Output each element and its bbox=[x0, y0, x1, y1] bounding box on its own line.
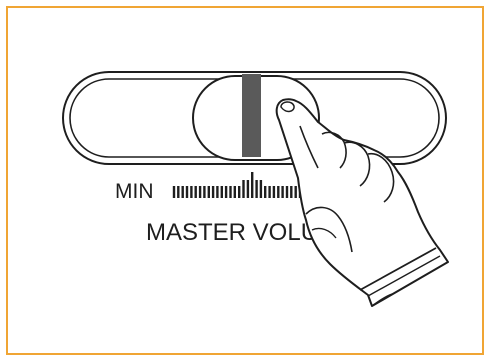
min-label: MIN bbox=[115, 180, 154, 203]
volume-scale-ticks bbox=[174, 172, 300, 198]
slider-indicator-line bbox=[242, 74, 261, 157]
pointing-hand-icon bbox=[277, 99, 448, 306]
